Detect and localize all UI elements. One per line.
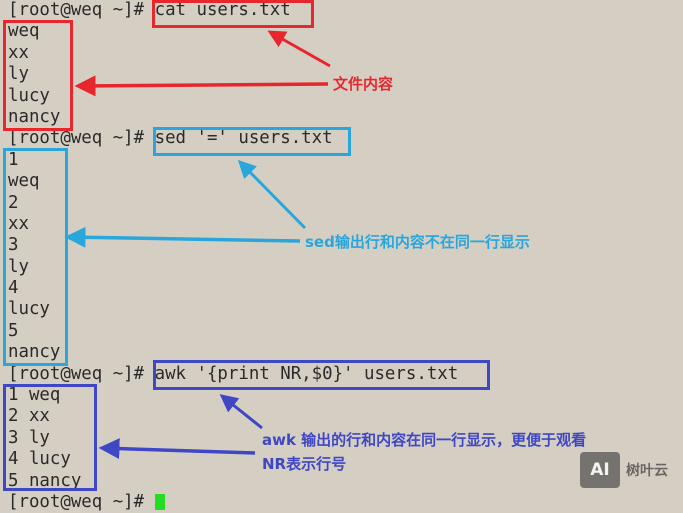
output-line: 4 bbox=[8, 278, 19, 299]
awk-output-highlight bbox=[3, 384, 97, 491]
arrow-to-awk-command bbox=[219, 394, 263, 430]
output-line: nancy bbox=[8, 342, 61, 363]
prompt-line: [root@weq ~]# cat users.txt bbox=[8, 0, 291, 20]
sed-command: sed '=' users.txt bbox=[154, 128, 333, 149]
arrow-to-sed-output bbox=[64, 226, 301, 248]
output-line: 5 bbox=[8, 320, 19, 341]
prompt-line: [root@weq ~]# awk '{print NR,$0}' users.… bbox=[8, 363, 459, 384]
cat-annotation: 文件内容 bbox=[333, 75, 394, 93]
arrow-to-awk-output bbox=[98, 438, 256, 460]
output-line: nancy bbox=[8, 106, 61, 127]
awk-command-highlight bbox=[153, 360, 490, 390]
cat-command-highlight bbox=[152, 0, 314, 28]
output-line: 4 lucy bbox=[8, 449, 71, 470]
output-line: 1 bbox=[8, 149, 19, 170]
output-line: xx bbox=[8, 42, 29, 63]
arrow-to-cat-command bbox=[267, 30, 331, 68]
cat-output-highlight bbox=[3, 20, 73, 131]
output-line: 2 xx bbox=[8, 406, 50, 427]
output-line: ly bbox=[8, 256, 29, 277]
sed-command-highlight bbox=[153, 127, 351, 156]
nr-annotation: NR表示行号 bbox=[262, 455, 347, 473]
terminal-output[interactable]: [root@weq ~]# cat users.txt weq xx ly lu… bbox=[8, 0, 458, 513]
arrow-to-cat-output bbox=[74, 75, 329, 97]
output-line: lucy bbox=[8, 299, 50, 320]
sed-annotation: sed输出行和内容不在同一行显示 bbox=[305, 233, 530, 251]
output-line: 5 nancy bbox=[8, 470, 82, 491]
awk-annotation: awk 输出的行和内容在同一行显示，更便于观看 bbox=[262, 431, 587, 449]
output-line: 1 weq bbox=[8, 385, 61, 406]
output-line: weq bbox=[8, 21, 40, 42]
output-line: lucy bbox=[8, 85, 50, 106]
watermark: AI 树叶云 bbox=[580, 452, 668, 488]
sed-output-highlight bbox=[3, 148, 68, 366]
prompt-line: [root@weq ~]# sed '=' users.txt bbox=[8, 128, 333, 149]
cat-command: cat users.txt bbox=[154, 0, 291, 20]
awk-command: awk '{print NR,$0}' users.txt bbox=[154, 363, 459, 384]
output-line: ly bbox=[8, 64, 29, 85]
output-line: 3 ly bbox=[8, 427, 50, 448]
output-line: 2 bbox=[8, 192, 19, 213]
output-line: xx bbox=[8, 213, 29, 234]
annotation-arrows bbox=[64, 30, 331, 460]
arrow-to-sed-command bbox=[237, 159, 307, 230]
output-line: weq bbox=[8, 171, 40, 192]
output-line: 3 bbox=[8, 235, 19, 256]
watermark-logo: AI bbox=[580, 452, 620, 488]
watermark-text: 树叶云 bbox=[626, 463, 668, 479]
